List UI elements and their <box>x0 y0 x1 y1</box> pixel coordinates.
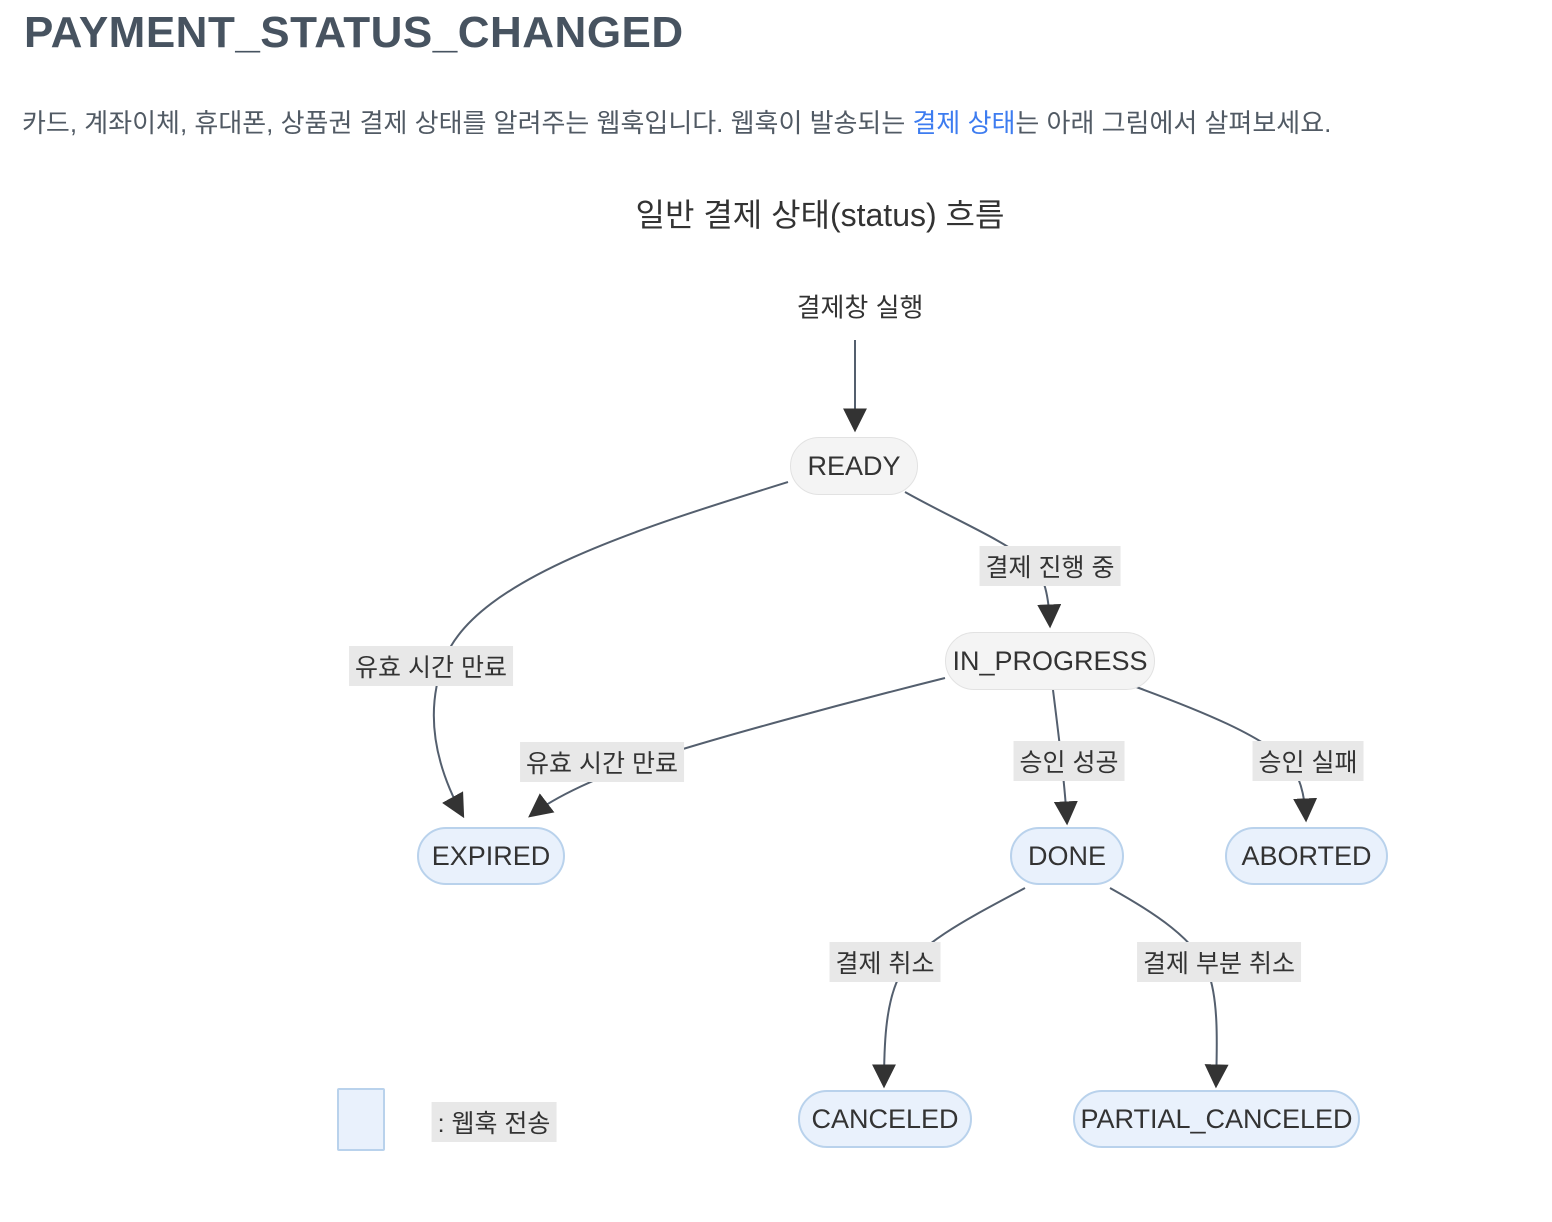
edge-done-to-partial-canceled <box>1109 887 1229 1089</box>
edge-label-in-progress-expired: 유효 시간 만료 <box>520 742 684 782</box>
description-text-after: 는 아래 그림에서 살펴보세요. <box>1015 108 1332 138</box>
description-text-before: 카드, 계좌이체, 휴대폰, 상품권 결제 상태를 알려주는 웹훅입니다. 웹훅… <box>22 108 913 138</box>
diagram-title: 일반 결제 상태(status) 흐름 <box>635 197 1005 233</box>
legend-webhook-swatch <box>337 1088 385 1151</box>
node-ready: READY <box>790 437 918 495</box>
node-in-progress: IN_PROGRESS <box>945 632 1155 690</box>
payment-status-link[interactable]: 결제 상태 <box>912 108 1016 138</box>
node-done: DONE <box>1010 827 1124 885</box>
legend-webhook-label: : 웹훅 전송 <box>431 1102 557 1142</box>
node-partial-canceled: PARTIAL_CANCELED <box>1073 1090 1360 1148</box>
edge-label-in-progress-aborted: 승인 실패 <box>1252 741 1364 781</box>
edge-label-payment-window-launch: 결제창 실행 <box>796 292 924 323</box>
page-title: PAYMENT_STATUS_CHANGED <box>24 8 684 57</box>
edge-label-done-partial-canceled: 결제 부분 취소 <box>1137 942 1301 982</box>
edge-label-in-progress-done: 승인 성공 <box>1013 741 1125 781</box>
description: 카드, 계좌이체, 휴대폰, 상품권 결제 상태를 알려주는 웹훅입니다. 웹훅… <box>22 104 1331 142</box>
edge-done-to-canceled <box>872 887 1026 1089</box>
edge-label-done-canceled: 결제 취소 <box>829 942 941 982</box>
node-canceled: CANCELED <box>798 1090 972 1148</box>
edge-label-ready-expired: 유효 시간 만료 <box>349 646 513 686</box>
edge-label-ready-in-progress: 결제 진행 중 <box>979 546 1121 586</box>
node-aborted: ABORTED <box>1225 827 1388 885</box>
node-expired: EXPIRED <box>417 827 565 885</box>
